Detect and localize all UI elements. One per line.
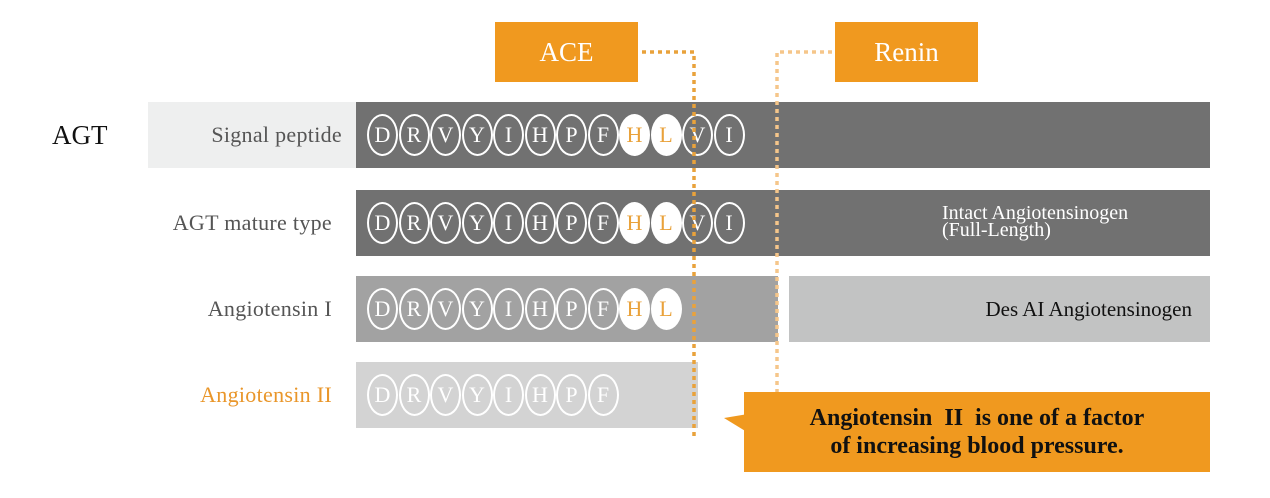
residue-h: H	[524, 288, 556, 330]
residue-p: P	[556, 288, 587, 330]
residue-r: R	[398, 114, 430, 156]
residue-i: I	[713, 202, 745, 244]
residue-i: I	[713, 114, 745, 156]
residue-h: H	[524, 202, 556, 244]
residue-h: H	[619, 288, 650, 330]
residue-d: D	[367, 374, 398, 416]
residue-r: R	[398, 202, 430, 244]
residue-h: H	[524, 114, 556, 156]
residue-l: L	[650, 114, 682, 156]
angiotensin2-label: Angiotensin II	[200, 382, 332, 407]
ace-label: ACE	[539, 36, 594, 67]
residue-h: H	[524, 374, 556, 416]
residue-f: F	[587, 114, 619, 156]
residue-y: Y	[461, 114, 493, 156]
residue-p: P	[556, 114, 587, 156]
residue-h: H	[619, 202, 650, 244]
residue-f: F	[587, 288, 619, 330]
renin-label: Renin	[874, 36, 939, 67]
mature-type-label: AGT mature type	[172, 210, 332, 235]
renin-enzyme-box: Renin	[835, 22, 978, 82]
residue-y: Y	[461, 202, 493, 244]
residue-f: F	[587, 202, 619, 244]
callout-line2: of increasing blood pressure.	[830, 433, 1124, 459]
residue-i: I	[493, 288, 524, 330]
residue-i: I	[493, 374, 524, 416]
signal-peptide-label: Signal peptide	[211, 122, 342, 147]
ace-enzyme-box: ACE	[495, 22, 638, 82]
residue-p: P	[556, 374, 587, 416]
callout-line1: Angiotensin II is one of a factor	[809, 405, 1145, 431]
intact-angiotensinogen-note: Intact Angiotensinogen (Full-Length)	[942, 202, 1129, 241]
des-ai-angiotensinogen-box: Des AI Angiotensinogen	[789, 276, 1210, 342]
residue-d: D	[367, 202, 398, 244]
residue-i: I	[493, 202, 524, 244]
des-ai-label: Des AI Angiotensinogen	[985, 296, 1192, 321]
intact-note-line1: Intact Angiotensinogen	[942, 202, 1129, 224]
residue-y: Y	[461, 374, 493, 416]
intact-note-line2: (Full-Length)	[942, 219, 1051, 241]
residue-l: L	[650, 288, 682, 330]
residue-v: V	[430, 114, 461, 156]
residue-v: V	[682, 202, 713, 244]
residue-p: P	[556, 202, 587, 244]
residue-v: V	[430, 288, 461, 330]
residue-i: I	[493, 114, 524, 156]
residue-r: R	[398, 374, 430, 416]
blood-pressure-callout: Angiotensin II is one of a factor of inc…	[744, 392, 1210, 472]
angiotensin1-label: Angiotensin I	[207, 296, 332, 321]
residue-l: L	[650, 202, 682, 244]
signal-peptide-region	[148, 102, 356, 168]
residue-y: Y	[461, 288, 493, 330]
agt-title: AGT	[52, 119, 108, 150]
residue-v: V	[682, 114, 713, 156]
residue-v: V	[430, 202, 461, 244]
residue-d: D	[367, 288, 398, 330]
residue-r: R	[398, 288, 430, 330]
residue-v: V	[430, 374, 461, 416]
residue-f: F	[587, 374, 619, 416]
residue-h: H	[619, 114, 650, 156]
residue-d: D	[367, 114, 398, 156]
